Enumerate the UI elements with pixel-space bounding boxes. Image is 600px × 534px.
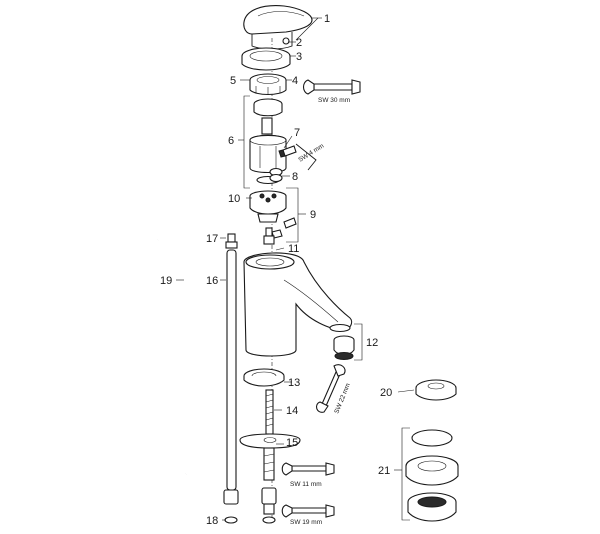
callout-10: 10 [228, 193, 240, 205]
o-rings [269, 167, 283, 183]
drain-cap [415, 379, 457, 401]
drain-assembly [405, 429, 459, 522]
callout-8: 8 [292, 171, 298, 183]
callout-20: 20 [380, 387, 392, 399]
allen-key [295, 143, 317, 171]
wrench-sw19 [281, 504, 335, 518]
callout-1: 1 [324, 13, 330, 25]
cover-ring [241, 47, 291, 71]
callout-18: 18 [206, 515, 218, 527]
leader-lines [176, 17, 415, 521]
wrench-sw22 [315, 364, 346, 413]
callout-16: 16 [206, 275, 218, 287]
wrench-label-sw4: SW 4 mm [297, 143, 325, 164]
hex-screw [278, 145, 297, 158]
callout-2: 2 [296, 37, 302, 49]
mounting-clamp [239, 433, 301, 481]
callout-12: 12 [366, 337, 378, 349]
wrench-sw11 [281, 462, 335, 476]
callout-21: 21 [378, 465, 390, 477]
callout-19: 19 [160, 275, 172, 287]
flexible-hose [157, 238, 201, 475]
callout-7: 7 [294, 127, 300, 139]
hose-nut-left [223, 489, 239, 524]
supply-hose-left [226, 249, 237, 491]
callout-11: 11 [288, 243, 299, 255]
callout-9: 9 [310, 209, 316, 221]
cartridge [249, 98, 287, 185]
set-screw [282, 37, 290, 45]
wrench-sw30 [302, 79, 361, 95]
nut [249, 73, 287, 96]
wrench-label-sw19: SW 19 mm [290, 519, 322, 526]
base-gasket [243, 368, 285, 387]
callout-15: 15 [286, 437, 298, 449]
valve-body [249, 190, 287, 223]
wrench-label-sw11: SW 11 mm [290, 481, 322, 488]
wrench-label-sw30: SW 30 mm [318, 97, 350, 104]
callout-13: 13 [288, 377, 300, 389]
aerator [329, 323, 355, 360]
lever-handle [243, 5, 313, 50]
spout-connector [263, 227, 275, 245]
threaded-rod [265, 389, 274, 435]
wrench-label-sw22: SW 22 mm [333, 382, 352, 414]
callout-3: 3 [296, 51, 302, 63]
callout-5: 5 [230, 75, 236, 87]
callout-17: 17 [206, 233, 218, 245]
hose-connector-top [225, 233, 238, 249]
callout-4: 4 [292, 75, 298, 87]
callout-6: 6 [228, 135, 234, 147]
hose-nut-right [261, 487, 277, 524]
callout-14: 14 [286, 405, 298, 417]
faucet-body [243, 252, 353, 357]
